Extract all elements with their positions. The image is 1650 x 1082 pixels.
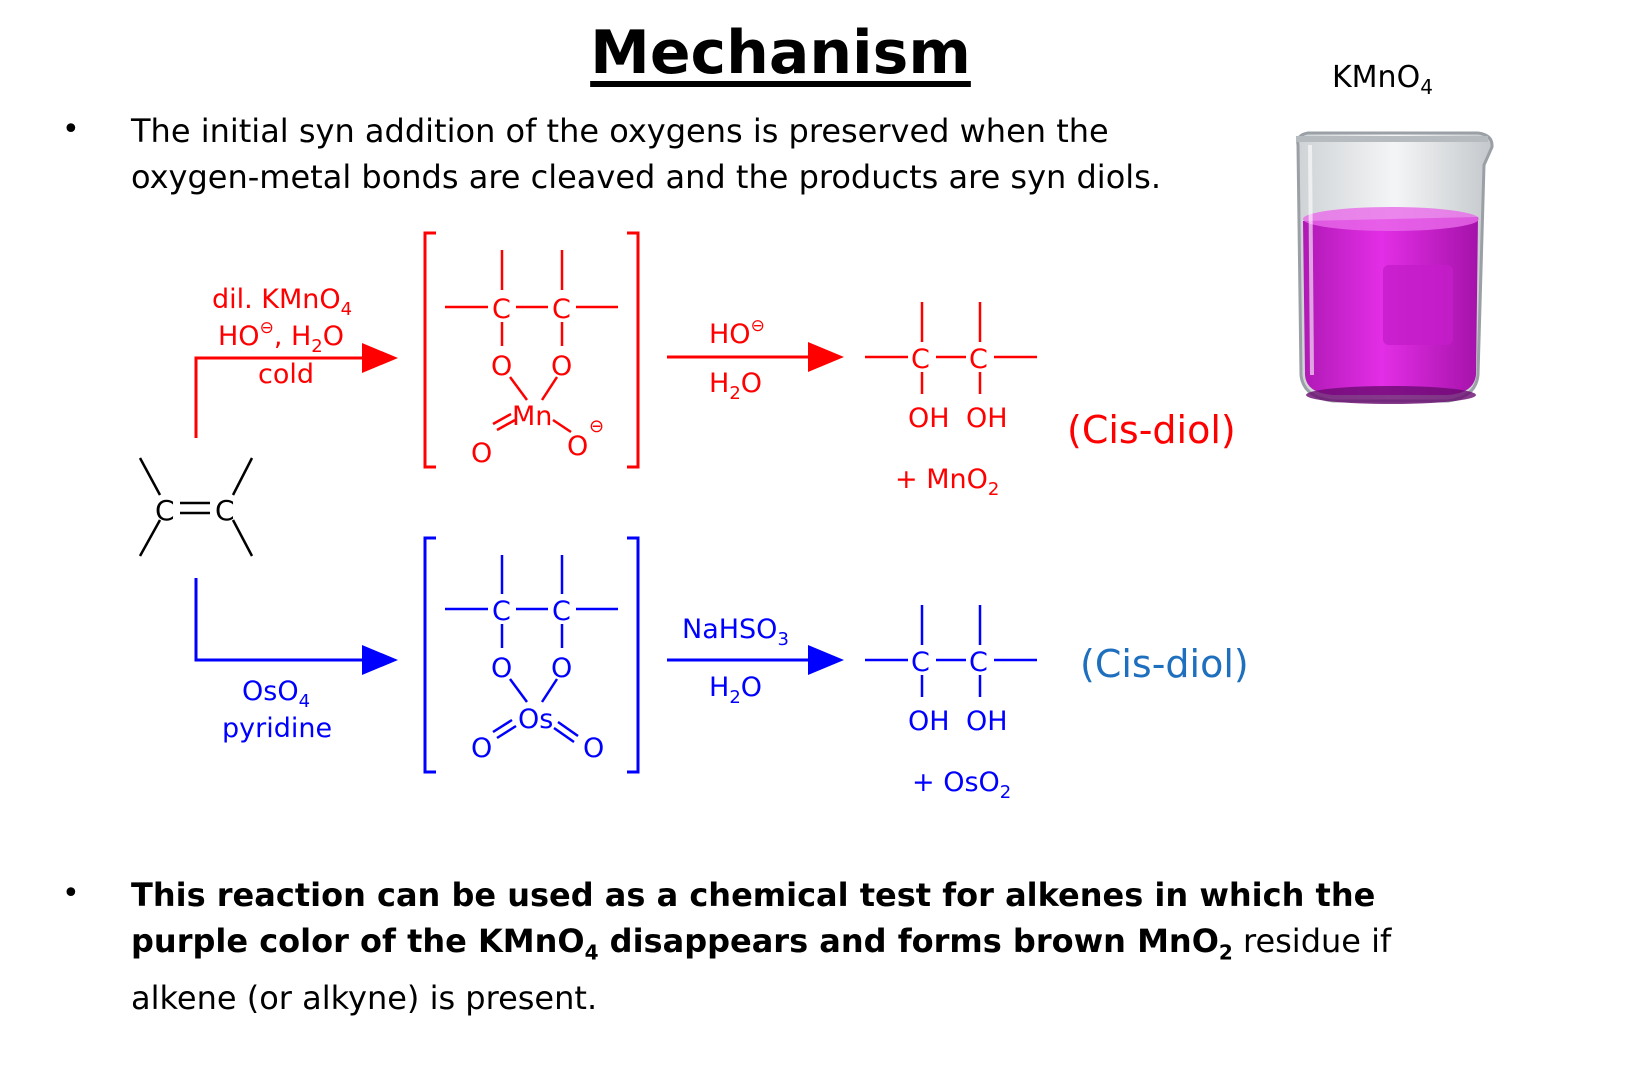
beaker-label: KMnO4: [1332, 60, 1433, 99]
os-intermediate-carbon-1: C: [492, 596, 511, 627]
cis-diol-label-bottom: (Cis-diol): [1080, 642, 1249, 686]
os-intermediate-carbon-2: C: [552, 596, 571, 627]
product-carbon-1: C: [911, 344, 930, 375]
reaction-scheme: C C dil. KMnO4 HO⊖, H2O cold C C O O Mn …: [138, 231, 1249, 803]
intermediate-carbon-2: C: [552, 294, 571, 325]
osmium-oxo-left: O: [471, 733, 492, 764]
step2-reagent-nahso3: NaHSO3: [682, 614, 789, 650]
os-product-hydroxyl-1: OH: [908, 706, 950, 737]
product-hydroxyl-1: OH: [908, 403, 950, 434]
page-title: Mechanism: [590, 18, 971, 88]
byproduct-oso2: + OsO2: [912, 767, 1011, 803]
kmno4-beaker-illustration: [1296, 131, 1494, 404]
osmate-ester-bonds: [445, 555, 618, 744]
step2-reagent-water-blue: H2O: [709, 672, 762, 708]
intermediate-oxo-oxygen: O: [471, 438, 492, 469]
bottom-diol-product-bonds: [865, 605, 1037, 697]
alkene-structure: [138, 457, 254, 557]
step2-reagent-water: H2O: [709, 368, 762, 404]
osmium-oxo-right: O: [583, 733, 604, 764]
product-hydroxyl-2: OH: [966, 403, 1008, 434]
bullet-text-chemical-test: This reaction can be used as a chemical …: [131, 876, 1392, 1018]
byproduct-mno2: + MnO2: [895, 464, 999, 500]
top-route-arrow: [194, 343, 398, 438]
os-intermediate-oxygen-2: O: [551, 653, 572, 684]
intermediate-manganese: Mn: [512, 401, 552, 432]
intermediate-carbon-1: C: [492, 294, 511, 325]
os-product-carbon-1: C: [911, 647, 930, 678]
minus-charge-icon: ⊖: [589, 416, 604, 437]
reagent-ho-h2o: HO⊖, H2O: [218, 318, 344, 357]
bottom-route-arrow: [194, 578, 398, 675]
manganate-ester-bonds: [445, 250, 618, 434]
alkene-carbon-right: C: [215, 494, 235, 527]
step2-reagent-hydroxide: HO⊖: [709, 316, 765, 350]
bullet-text-syn-addition: The initial syn addition of the oxygens …: [131, 112, 1161, 196]
reagent-pyridine: pyridine: [222, 713, 332, 744]
cis-diol-label-top: (Cis-diol): [1067, 408, 1236, 452]
bullet-marker: •: [62, 876, 80, 911]
top-diol-product-bonds: [865, 302, 1037, 394]
manganate-intermediate-brackets: [423, 231, 640, 469]
intermediate-osmium: Os: [518, 704, 553, 735]
reagent-oso4: OsO4: [242, 676, 310, 712]
intermediate-oxygen-1: O: [491, 351, 512, 382]
os-product-hydroxyl-2: OH: [966, 706, 1008, 737]
product-carbon-2: C: [969, 344, 988, 375]
reagent-cold: cold: [258, 359, 314, 390]
bullet-marker: •: [62, 112, 80, 147]
osmate-intermediate-brackets: [423, 536, 640, 774]
reagent-dil-kmno4: dil. KMnO4: [212, 284, 352, 320]
intermediate-anionic-oxygen: O: [567, 431, 588, 462]
os-intermediate-oxygen-1: O: [491, 653, 512, 684]
os-product-carbon-2: C: [969, 647, 988, 678]
alkene-carbon-left: C: [155, 494, 175, 527]
intermediate-oxygen-2: O: [551, 351, 572, 382]
